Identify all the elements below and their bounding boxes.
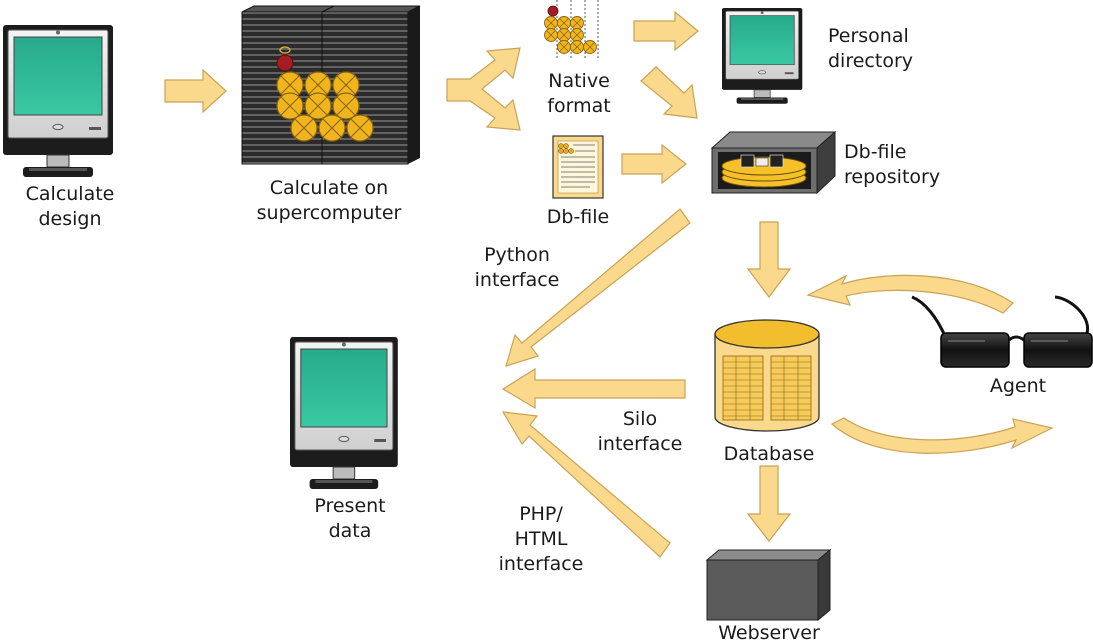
database-label: Database xyxy=(723,443,815,465)
native-format-icon xyxy=(544,0,599,58)
calculate-design-label: Calculate design xyxy=(25,183,115,230)
python-interface-label: Python interface xyxy=(474,244,560,291)
arrow-python-interface xyxy=(505,208,691,367)
personal-directory-label: Personal directory xyxy=(828,25,913,72)
arrow-database-to-agent xyxy=(830,417,1054,454)
design-monitor-icon xyxy=(2,24,114,178)
supercomputer-icon xyxy=(241,5,421,165)
personal-directory-monitor-icon xyxy=(721,7,803,105)
native-format-label: Native format xyxy=(547,70,611,117)
present-data-label: Present data xyxy=(314,495,386,542)
db-file-repository-label: Db-file repository xyxy=(844,141,941,188)
agent-label: Agent xyxy=(989,375,1047,397)
agent-sunglasses-icon xyxy=(911,295,1093,368)
silo-interface-label: Silo interface xyxy=(597,408,683,455)
calculate-supercomputer-label: Calculate on supercomputer xyxy=(256,177,402,224)
database-cylinder-icon xyxy=(714,319,820,432)
php-html-interface-label: PHP/ HTML interface xyxy=(498,503,584,575)
arrow-dbfile-to-repository xyxy=(621,143,687,185)
webserver-label: Webserver xyxy=(718,622,820,643)
arrow-repository-to-database xyxy=(746,221,792,298)
arrow-design-to-supercomputer xyxy=(164,68,227,114)
db-file-label: Db-file xyxy=(546,206,610,228)
arrow-native-to-personal xyxy=(633,10,699,52)
present-data-monitor-icon xyxy=(289,336,399,490)
arrow-supercomputer-split xyxy=(446,47,521,131)
arrow-native-to-repository xyxy=(640,66,698,119)
arrow-agent-to-database xyxy=(806,274,1014,314)
db-file-repository-icon xyxy=(710,130,837,195)
arrow-php-interface xyxy=(501,411,671,558)
arrow-silo-interface xyxy=(501,367,686,410)
db-file-document-icon xyxy=(552,135,604,199)
arrow-database-to-webserver xyxy=(746,465,792,542)
webserver-icon xyxy=(705,548,832,622)
